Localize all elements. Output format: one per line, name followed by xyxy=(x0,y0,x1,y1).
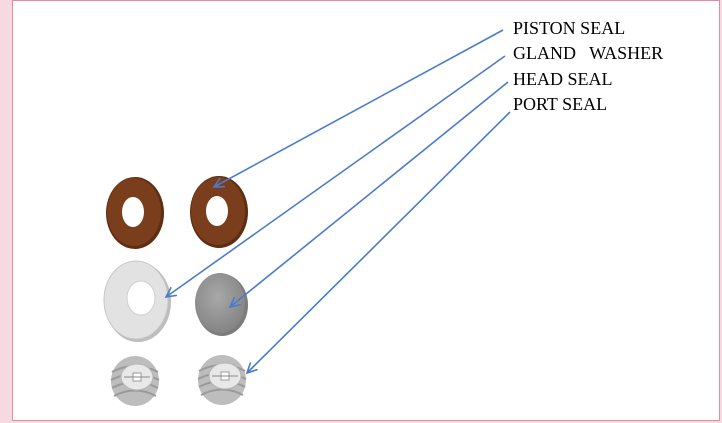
label-gland-washer: GLAND WASHER xyxy=(513,43,664,63)
label-head-seal: HEAD SEAL xyxy=(513,69,613,89)
port-seal-left xyxy=(110,356,160,406)
port-seal-right xyxy=(197,355,247,405)
arrow-head-seal xyxy=(230,81,509,307)
gland-washer xyxy=(103,260,171,342)
head-seal xyxy=(195,273,248,336)
arrow-port-seal xyxy=(247,111,511,373)
label-port-seal: PORT SEAL xyxy=(513,94,608,114)
label-piston-seal: PISTON SEAL xyxy=(513,18,626,38)
piston-seal-right xyxy=(190,176,248,248)
arrow-piston-seal xyxy=(214,29,504,187)
piston-seal-left xyxy=(106,177,164,249)
arrow-gland-washer xyxy=(166,55,506,297)
